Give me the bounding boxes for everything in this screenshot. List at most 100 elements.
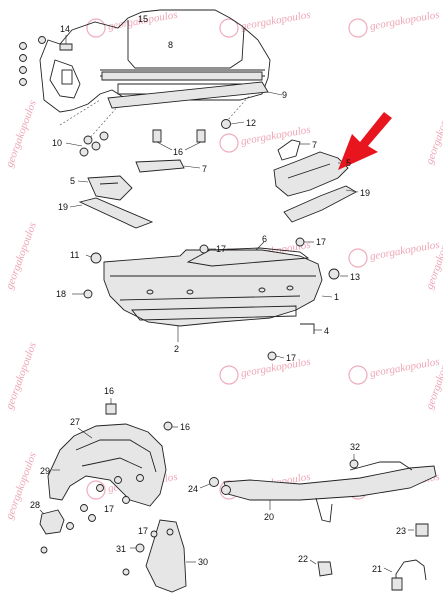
label-30: 30 [198, 557, 208, 567]
watermark-text: georgakopoulos [240, 9, 311, 33]
label-13: 13 [350, 272, 360, 282]
watermark-text: georgakopoulos [369, 239, 440, 263]
watermark-vertical: georgakopoulos [4, 341, 39, 411]
part-10-screws [65, 131, 109, 157]
part-5-guide-left [77, 175, 133, 201]
watermark-vertical: georgakopoulos [4, 99, 39, 169]
label-8: 8 [168, 40, 173, 50]
watermark-text: georgakopoulos [424, 341, 443, 411]
label-31: 31 [116, 544, 126, 554]
part-18-bolt [72, 289, 93, 299]
part-13-nut [328, 268, 348, 280]
watermark-stamp: georgakopoulos [348, 239, 440, 268]
label-32: 32 [350, 442, 360, 452]
part-29-wheel-liner [47, 423, 167, 507]
watermark-text: georgakopoulos [369, 9, 440, 33]
label-22: 22 [298, 554, 308, 564]
label-17b: 17 [316, 237, 326, 247]
label-18: 18 [56, 289, 66, 299]
label-17e: 17 [138, 526, 148, 536]
label-21: 21 [372, 564, 382, 574]
fastener-cluster-lower [40, 528, 174, 576]
label-7a: 7 [202, 164, 207, 174]
label-27: 27 [70, 417, 80, 427]
part-17-screw [199, 244, 216, 254]
watermark-text: georgakopoulos [4, 451, 39, 521]
label-17a: 17 [216, 244, 226, 254]
watermark-text: georgakopoulos [424, 96, 443, 166]
watermark-text: georgakopoulos [240, 356, 311, 380]
part-11-nut [85, 252, 102, 264]
label-5a: 5 [70, 176, 75, 186]
part-9-crossmember [107, 81, 283, 109]
part-16-clip-side [163, 421, 178, 431]
part-32-nut [349, 454, 359, 469]
label-9: 9 [282, 90, 287, 100]
part-21-hook [383, 559, 427, 591]
part-23-cap [408, 523, 429, 537]
label-5b: 5 [346, 158, 351, 168]
label-2: 2 [174, 344, 179, 354]
label-4: 4 [324, 326, 329, 336]
label-11: 11 [70, 250, 79, 260]
part-17-screw [267, 351, 285, 361]
label-16b: 16 [104, 386, 114, 396]
part-19-strip-right [283, 185, 359, 223]
watermark-text: georgakopoulos [424, 221, 443, 291]
part-28-bracket [39, 509, 65, 535]
watermark-vertical: georgakopoulos [424, 341, 443, 411]
watermark-vertical: georgakopoulos [424, 221, 443, 291]
fastener-cluster [66, 474, 144, 530]
watermark-stamp: georgakopoulos [219, 9, 311, 38]
label-17c: 17 [286, 353, 296, 363]
watermark-vertical: georgakopoulos [4, 221, 39, 291]
part-7-reflector [135, 159, 201, 173]
part-27-cover [77, 427, 93, 439]
car-rear-body [39, 9, 271, 141]
part-labels: 14 15 8 9 12 10 16 7 7 5 5 19 19 6 17 17… [30, 14, 406, 574]
watermark-text: georgakopoulos [4, 341, 39, 411]
part-4-bracket [300, 323, 322, 334]
watermark-stamp: georgakopoulos [348, 356, 440, 385]
part-1-bumper-cover [103, 249, 333, 342]
part-16-clips [152, 129, 206, 151]
label-24: 24 [188, 484, 198, 494]
part-7-bracket-right [277, 139, 310, 161]
label-6: 6 [262, 234, 267, 244]
label-14: 14 [60, 24, 70, 34]
label-19a: 19 [58, 202, 68, 212]
label-19b: 19 [360, 188, 370, 198]
label-12: 12 [246, 118, 256, 128]
part-6-upper-trim [186, 241, 310, 267]
part-24-bolt [199, 477, 231, 495]
watermark-text: georgakopoulos [4, 99, 39, 169]
label-10: 10 [52, 138, 62, 148]
label-16c: 16 [180, 422, 190, 432]
screw-set-left [19, 35, 73, 86]
watermark-stamp: georgakopoulos [219, 356, 311, 385]
part-12-clip [221, 119, 245, 129]
watermark-stamp: georgakopoulos [348, 9, 440, 38]
watermark-vertical: georgakopoulos [424, 96, 443, 166]
part-30-mudflap [145, 519, 196, 593]
label-17d: 17 [104, 504, 114, 514]
watermark-text: georgakopoulos [4, 221, 39, 291]
label-20: 20 [264, 512, 274, 522]
part-5-guide-right [273, 151, 349, 197]
watermark-text: georgakopoulos [369, 356, 440, 380]
label-28: 28 [30, 500, 40, 510]
label-23: 23 [396, 526, 406, 536]
highlight-arrow [338, 112, 392, 170]
watermark-vertical: georgakopoulos [4, 451, 39, 521]
part-16-clip-lower [105, 398, 117, 415]
label-16a: 16 [173, 147, 183, 157]
part-17-screw [295, 237, 314, 247]
part-22-clip [309, 559, 333, 577]
label-7b: 7 [312, 140, 317, 150]
label-29: 29 [40, 466, 50, 476]
label-15: 15 [138, 14, 148, 24]
label-1: 1 [334, 292, 339, 302]
part-20-impact-bar [223, 461, 437, 523]
part-19-strip-left [69, 197, 154, 229]
